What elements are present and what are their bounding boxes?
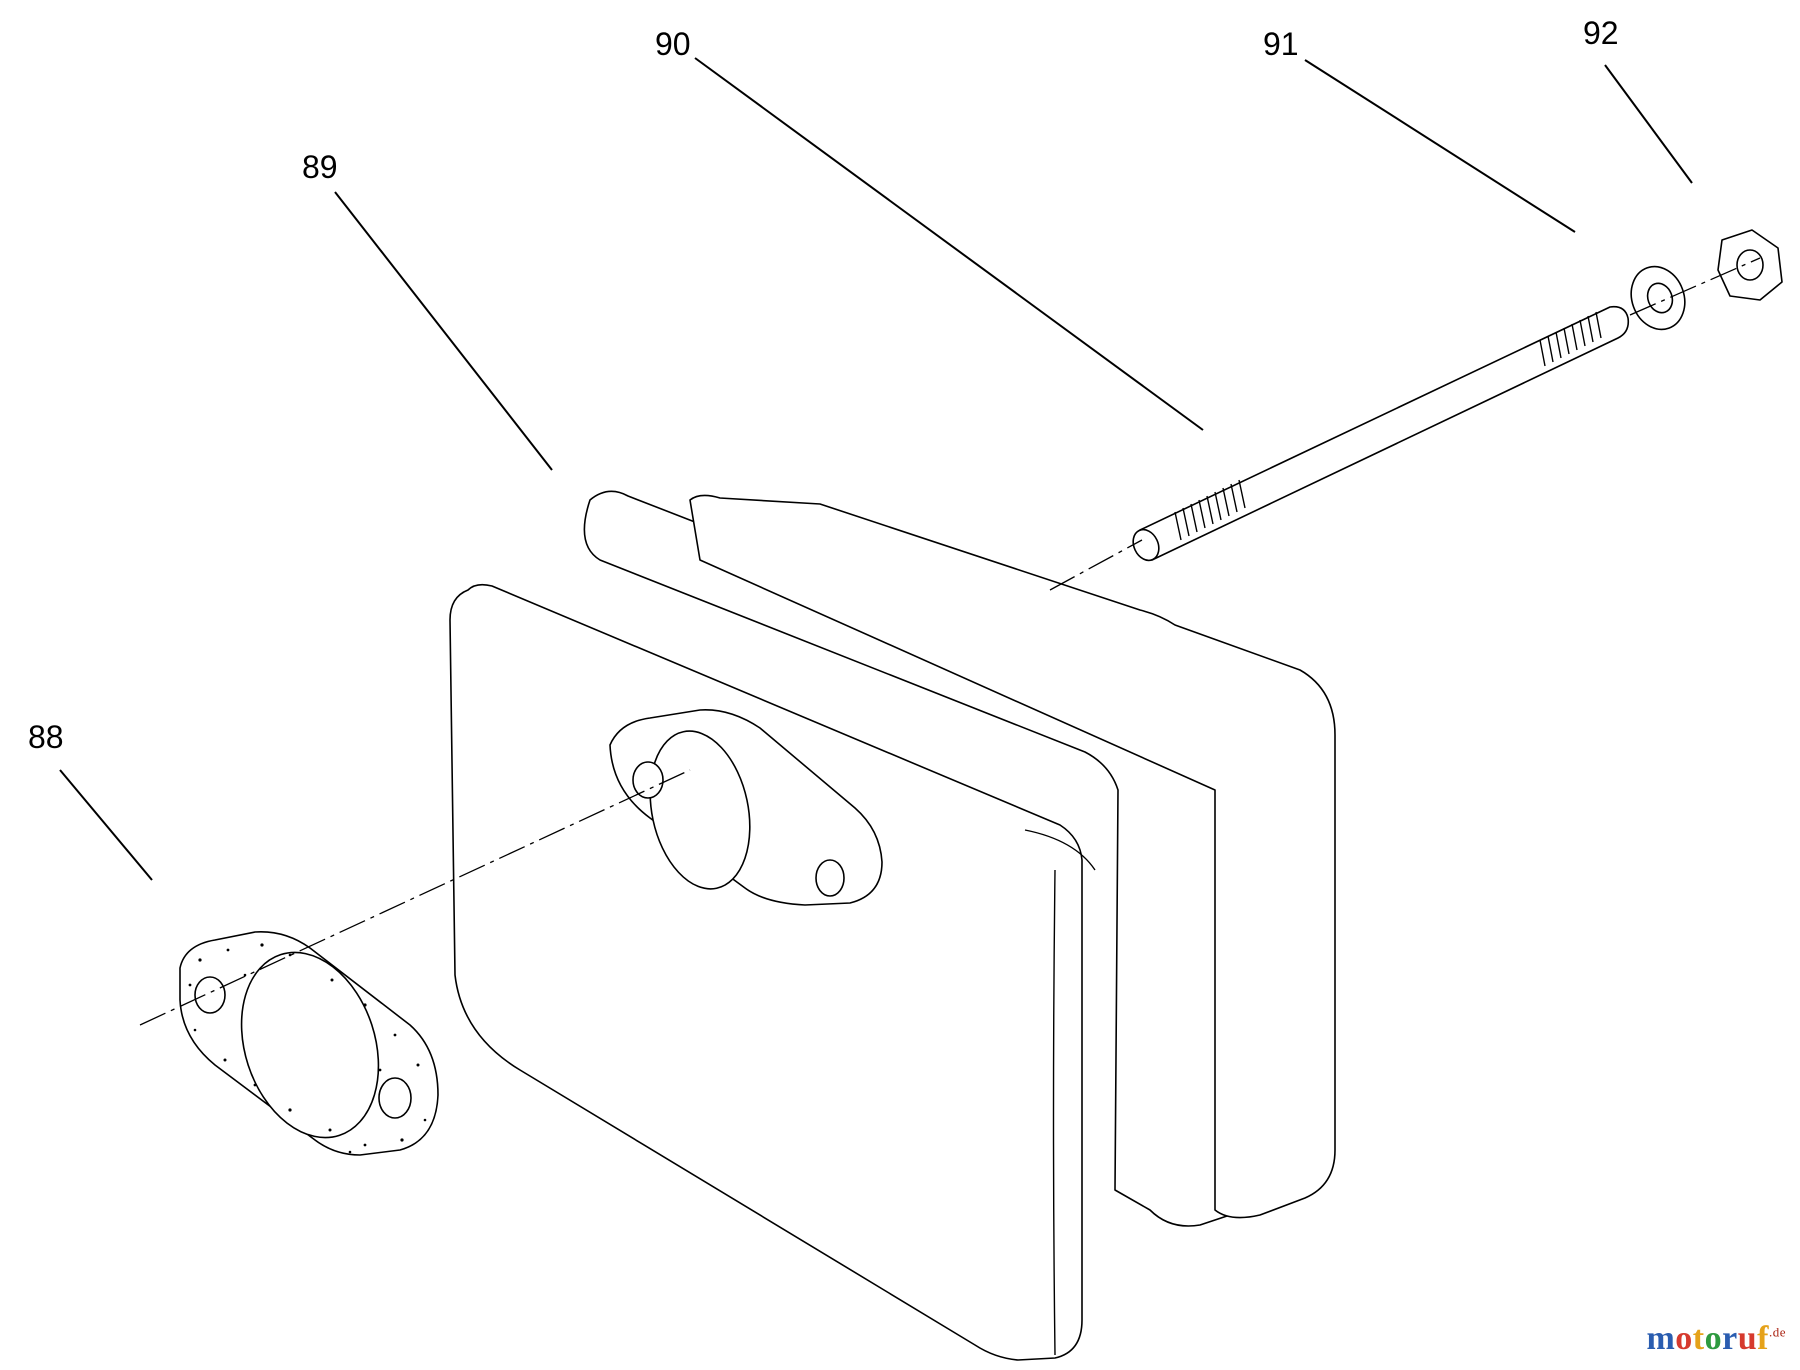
inlet-bolt-hole-lower: [815, 859, 845, 897]
logo-letter: o: [1704, 1320, 1723, 1357]
logo-letter: u: [1737, 1320, 1758, 1357]
part-89-muffler: [449, 490, 1336, 1361]
motoruf-logo-watermark: motoruf.de: [1646, 1320, 1786, 1358]
bolt-threads-far: [1539, 311, 1602, 367]
logo-letter: o: [1675, 1320, 1693, 1357]
gasket-bolt-hole-lower: [378, 1077, 412, 1119]
leader-88: [59, 769, 153, 881]
washer-inner: [1646, 282, 1674, 314]
part-88-gasket: [179, 931, 439, 1156]
logo-letter: t: [1692, 1320, 1705, 1357]
logo-domain: .de: [1768, 1324, 1786, 1340]
logo-letter: f: [1757, 1320, 1769, 1357]
callout-89: 89: [302, 149, 338, 185]
callout-90: 90: [655, 26, 691, 62]
logo-letter: m: [1646, 1320, 1676, 1357]
callout-88: 88: [28, 719, 64, 755]
gasket-texture: [188, 943, 427, 1154]
logo-letter: r: [1722, 1320, 1738, 1357]
gasket-port: [240, 951, 380, 1139]
callout-92: 92: [1583, 15, 1619, 51]
leader-92: [1604, 64, 1693, 184]
shell-crease-top: [1024, 829, 1096, 871]
bolt-centerline-front: [1629, 257, 1761, 316]
gasket-centerline: [139, 769, 691, 1026]
leader-91: [1304, 59, 1576, 233]
bolt-shaft: [1139, 305, 1630, 561]
part-91-lock-washer: [1630, 265, 1686, 331]
shell-crease-side: [1052, 869, 1056, 1356]
bolt-centerline-rear: [1049, 539, 1143, 591]
part-90-bolt: [1132, 305, 1630, 562]
leader-90: [694, 57, 1204, 431]
muffler-back-shell: [689, 494, 1336, 1219]
callout-91: 91: [1263, 26, 1299, 62]
muffler-front-shell: [449, 583, 1083, 1361]
inlet-bolt-hole-upper: [632, 761, 664, 799]
nut-bore: [1736, 249, 1764, 281]
inlet-port: [649, 730, 751, 890]
part-92-hex-nut: [1717, 229, 1783, 301]
gasket-bolt-hole-upper: [194, 976, 226, 1014]
bolt-threads-near: [1174, 479, 1246, 541]
leader-89: [334, 191, 553, 471]
bolt-end: [1132, 528, 1160, 562]
